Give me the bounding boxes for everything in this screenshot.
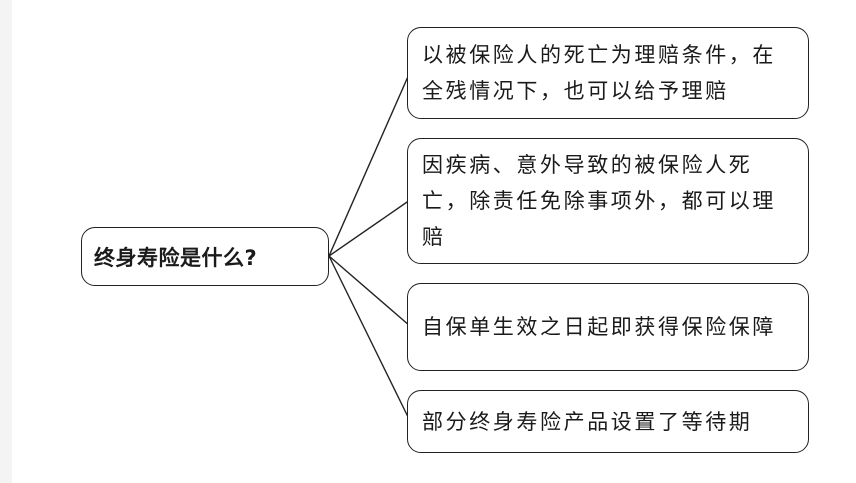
branch-node-label: 自保单生效之日起即获得保险保障	[422, 315, 776, 339]
branch-node-3: 自保单生效之日起即获得保险保障	[407, 283, 809, 371]
branch-node-label: 因疾病、意外导致的被保险人死亡，除责任免除事项外，都可以理赔	[422, 153, 776, 249]
connector-line-4	[328, 255, 411, 422]
connector-line-2	[328, 199, 411, 257]
root-node: 终身寿险是什么?	[81, 227, 329, 286]
connector-line-1	[328, 71, 411, 257]
root-node-label: 终身寿险是什么?	[94, 245, 258, 270]
branch-node-2: 因疾病、意外导致的被保险人死亡，除责任免除事项外，都可以理赔	[407, 138, 809, 264]
branch-node-1: 以被保险人的死亡为理赔条件，在全残情况下，也可以给予理赔	[407, 27, 809, 119]
connector-line-3	[328, 255, 411, 327]
branch-node-label: 以被保险人的死亡为理赔条件，在全残情况下，也可以给予理赔	[422, 43, 776, 103]
branch-node-4: 部分终身寿险产品设置了等待期	[407, 390, 809, 453]
branch-node-label: 部分终身寿险产品设置了等待期	[422, 409, 753, 434]
